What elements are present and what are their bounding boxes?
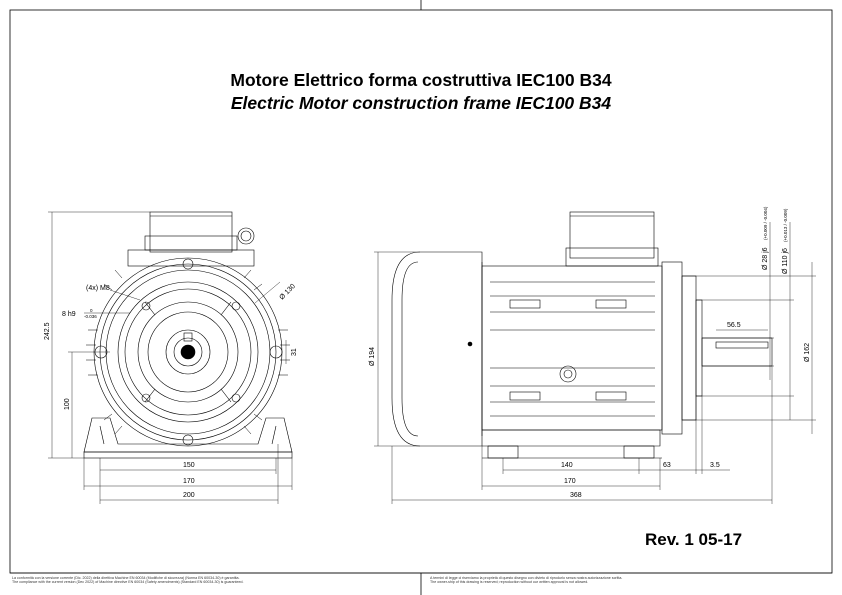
dim-key-label: 31 <box>291 348 298 356</box>
dim-pcd-label: Ø 130 <box>278 283 297 302</box>
front-view-dimensions <box>48 211 293 504</box>
dim-base-width-label: 200 <box>183 492 195 499</box>
footer-right-line1: A termini di legge ci riserviamo la prop… <box>430 576 623 580</box>
dim-spigot-tol-label: (+0.013 / -0.009) <box>783 208 788 242</box>
side-view-labels: Ø 194 Ø 28 j6 (+0.009 / -0.004) Ø 110 j6… <box>369 206 811 499</box>
dim-foot-holes-label: 140 <box>561 462 573 469</box>
dim-spigot-dia-label: Ø 110 j6 <box>782 248 789 274</box>
dim-body-dia-label: Ø 194 <box>369 347 376 366</box>
revision-label: Rev. 1 05-17 <box>645 530 743 549</box>
dim-shaft-height-label: 100 <box>64 398 71 410</box>
front-view <box>83 211 293 459</box>
footer-right: A termini di legge ci riserviamo la prop… <box>430 576 830 585</box>
dim-key-length-label: 56.5 <box>727 322 741 329</box>
cooling-fins <box>86 269 290 435</box>
dim-shaft-tol-label: (+0.009 / -0.004) <box>763 206 768 240</box>
dim-bolt-centers-label: 150 <box>183 462 195 469</box>
side-view-dimensions <box>374 222 816 504</box>
dim-shaft-dia-label: Ø 28 j6 <box>762 247 769 270</box>
footer-right-line2: The owner-ship of this drawing is reserv… <box>430 580 589 585</box>
title-english: Electric Motor construction frame IEC100… <box>230 93 612 113</box>
dim-spigot-tol-upper: 0 <box>90 308 93 313</box>
dim-bolts-label: (4x) M8 <box>86 285 110 292</box>
title-italian: Motore Elettrico forma costruttiva IEC10… <box>230 70 612 90</box>
dim-spigot-label: 8 h9 <box>62 311 76 318</box>
side-view <box>391 211 773 459</box>
dim-foot-to-shoulder-label: 63 <box>663 462 671 469</box>
dim-height-label: 242.5 <box>44 322 51 340</box>
dim-foot-span-label: 170 <box>183 478 195 485</box>
dim-foot-length-label: 170 <box>564 478 576 485</box>
dim-flange-dia-label: Ø 162 <box>804 343 811 362</box>
dim-overall-length-label: 368 <box>570 492 582 499</box>
dim-spigot-tol-lower: -0.036 <box>84 314 97 319</box>
drawing-frame <box>9 0 833 595</box>
footer-left: La conformità con la versione corrente (… <box>12 576 417 585</box>
footer-left-line2: The compliance with the current version … <box>12 580 244 585</box>
dim-flange-thk-label: 3.5 <box>710 462 720 469</box>
footer-left-line1: La conformità con la versione corrente (… <box>12 576 240 580</box>
